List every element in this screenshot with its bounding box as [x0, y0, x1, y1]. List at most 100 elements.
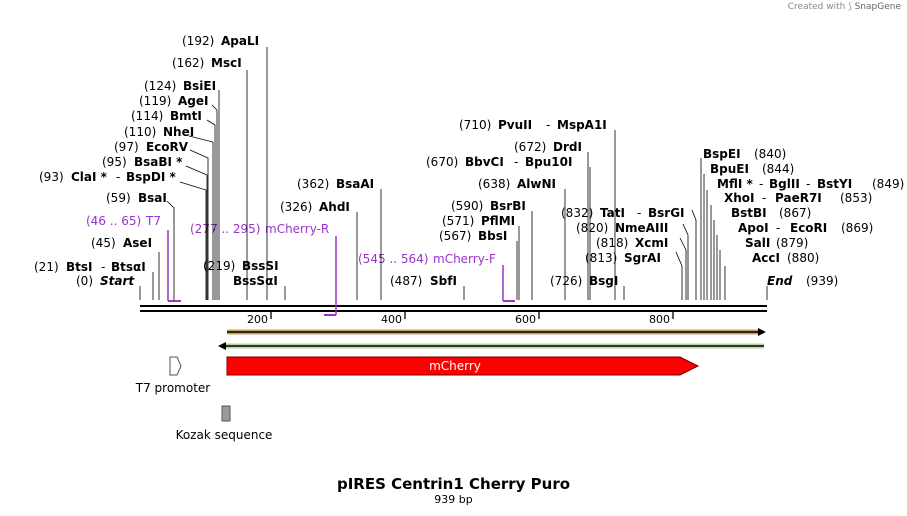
- guide-line-bsabi: [185, 165, 208, 300]
- enzyme-position: (97): [114, 140, 139, 154]
- feature-label: T7 promoter: [135, 381, 211, 395]
- guide-line-ecorv: [189, 149, 209, 300]
- enzyme-name: ApaLI: [221, 34, 259, 48]
- enzyme-name: BsaBI *: [134, 155, 183, 169]
- enzyme-labels-right: (813) SgrAI (818) XcmI (820) NmeAIII (83…: [561, 147, 904, 288]
- enzyme-separator: -: [101, 260, 105, 274]
- enzyme-isoschizomer: BglII: [769, 177, 800, 191]
- enzyme-separator: -: [762, 191, 766, 205]
- enzyme-labels-middle: (326) AhdI (362) BsaAI (487) SbfI (567) …: [280, 118, 618, 288]
- enzyme-name: AgeI: [178, 94, 208, 108]
- guide-line-xcmi: [679, 237, 687, 300]
- enzyme-position: (672): [514, 140, 546, 154]
- snapgene-logo-icon: ⟆: [848, 2, 852, 12]
- enzyme-position: (45): [91, 236, 116, 250]
- enzyme-name: BsgI: [589, 274, 618, 288]
- promoter-arrow-icon: [169, 356, 182, 376]
- enzyme-position: (840): [754, 147, 786, 161]
- enzyme-position: (670): [426, 155, 458, 169]
- enzyme-position: (813): [585, 251, 617, 265]
- enzyme-isoschizomer: EcoRI: [790, 221, 827, 235]
- snapgene-credit: Created with ⟆ SnapGene: [788, 2, 901, 12]
- enzyme-separator: -: [514, 155, 518, 169]
- feature-label: mCherry: [429, 359, 481, 373]
- enzyme-name: BbsI: [478, 229, 507, 243]
- enzyme-position: (162): [172, 56, 204, 70]
- enzyme-separator: -: [546, 118, 550, 132]
- kozak-sequence-feature[interactable]: Kozak sequence: [176, 405, 273, 442]
- primer-name: T7: [145, 214, 161, 228]
- guide-line-bsai: [166, 200, 175, 300]
- enzyme-name: BstBI: [731, 206, 767, 220]
- enzyme-isoschizomer: BstYI: [817, 177, 852, 191]
- enzyme-separator: -: [759, 177, 763, 191]
- primer-range: (46 .. 65): [86, 214, 141, 228]
- enzyme-name: BspEI: [703, 147, 741, 161]
- enzyme-name: XcmI: [635, 236, 668, 250]
- enzyme-name: DrdI: [553, 140, 582, 154]
- enzyme-position: (110): [124, 125, 156, 139]
- top-strand-coverage-bar: [227, 328, 766, 336]
- enzyme-isoschizomer: MspA1I: [557, 118, 607, 132]
- enzyme-name: BtsI: [66, 260, 93, 274]
- enzyme-separator: -: [637, 206, 641, 220]
- end-position: (939): [806, 274, 838, 288]
- enzyme-position: (119): [139, 94, 171, 108]
- enzyme-position: (853): [840, 191, 872, 205]
- enzyme-name: MflI *: [717, 177, 753, 191]
- credit-prefix: Created with: [787, 2, 846, 12]
- enzyme-name: PflMI: [481, 214, 515, 228]
- guide-line-clai: [179, 181, 207, 300]
- enzyme-labels-left: (0) Start (21) BtsI - BtsαI (45) AseI (5…: [34, 34, 279, 288]
- t7-promoter-feature[interactable]: T7 promoter: [135, 356, 211, 395]
- enzyme-position: (869): [841, 221, 873, 235]
- enzyme-position: (726): [550, 274, 582, 288]
- enzyme-isoschizomer: Bpu10I: [525, 155, 572, 169]
- guide-line-bmti: [206, 119, 216, 300]
- map-subtitle: 939 bp: [434, 493, 473, 506]
- enzyme-position: (219): [203, 259, 235, 273]
- enzyme-position: (59): [106, 191, 131, 205]
- enzyme-position: (21): [34, 260, 59, 274]
- primer-mcherry-f[interactable]: (545 .. 564) mCherry-F: [358, 252, 515, 302]
- enzyme-name: BmtI: [170, 109, 202, 123]
- enzyme-position: (818): [596, 236, 628, 250]
- enzyme-position: (95): [102, 155, 127, 169]
- end-label: End: [767, 274, 793, 288]
- enzyme-separator: -: [776, 221, 780, 235]
- enzyme-name: SgrAI: [624, 251, 661, 265]
- enzyme-position: (362): [297, 177, 329, 191]
- enzyme-position: (710): [459, 118, 491, 132]
- enzyme-position: (590): [451, 199, 483, 213]
- primer-t7[interactable]: (46 .. 65) T7: [86, 214, 181, 302]
- enzyme-name: TatI: [600, 206, 625, 220]
- enzyme-position: (326): [280, 200, 312, 214]
- enzyme-position: (93): [39, 170, 64, 184]
- start-position: (0): [76, 274, 93, 288]
- enzyme-name: AccI: [752, 251, 780, 265]
- guide-line-sgrai: [675, 251, 683, 300]
- enzyme-name: AlwNI: [517, 177, 556, 191]
- mcherry-feature[interactable]: mCherry: [226, 356, 700, 376]
- credit-brand: SnapGene: [854, 2, 901, 12]
- enzyme-name: ApoI: [738, 221, 769, 235]
- enzyme-isoschizomer: PaeR7I: [775, 191, 822, 205]
- primer-range: (545 .. 564): [358, 252, 428, 266]
- enzyme-position: (638): [478, 177, 510, 191]
- enzyme-isoschizomer: BsrGI: [648, 206, 685, 220]
- enzyme-position: (849): [872, 177, 904, 191]
- enzyme-position: (832): [561, 206, 593, 220]
- enzyme-position: (192): [182, 34, 214, 48]
- bottom-strand-coverage-bar: [218, 342, 764, 350]
- enzyme-position: (114): [131, 109, 163, 123]
- enzyme-name: AhdI: [319, 200, 350, 214]
- enzyme-name: PvuII: [498, 118, 532, 132]
- enzyme-name: SalI: [745, 236, 770, 250]
- guide-line-tati: [691, 209, 697, 300]
- enzyme-name: AseI: [123, 236, 152, 250]
- enzyme-name-second: BssSαI: [233, 274, 278, 288]
- enzyme-position: (867): [779, 206, 811, 220]
- ruler-label: 400: [381, 313, 402, 326]
- enzyme-position: (820): [576, 221, 608, 235]
